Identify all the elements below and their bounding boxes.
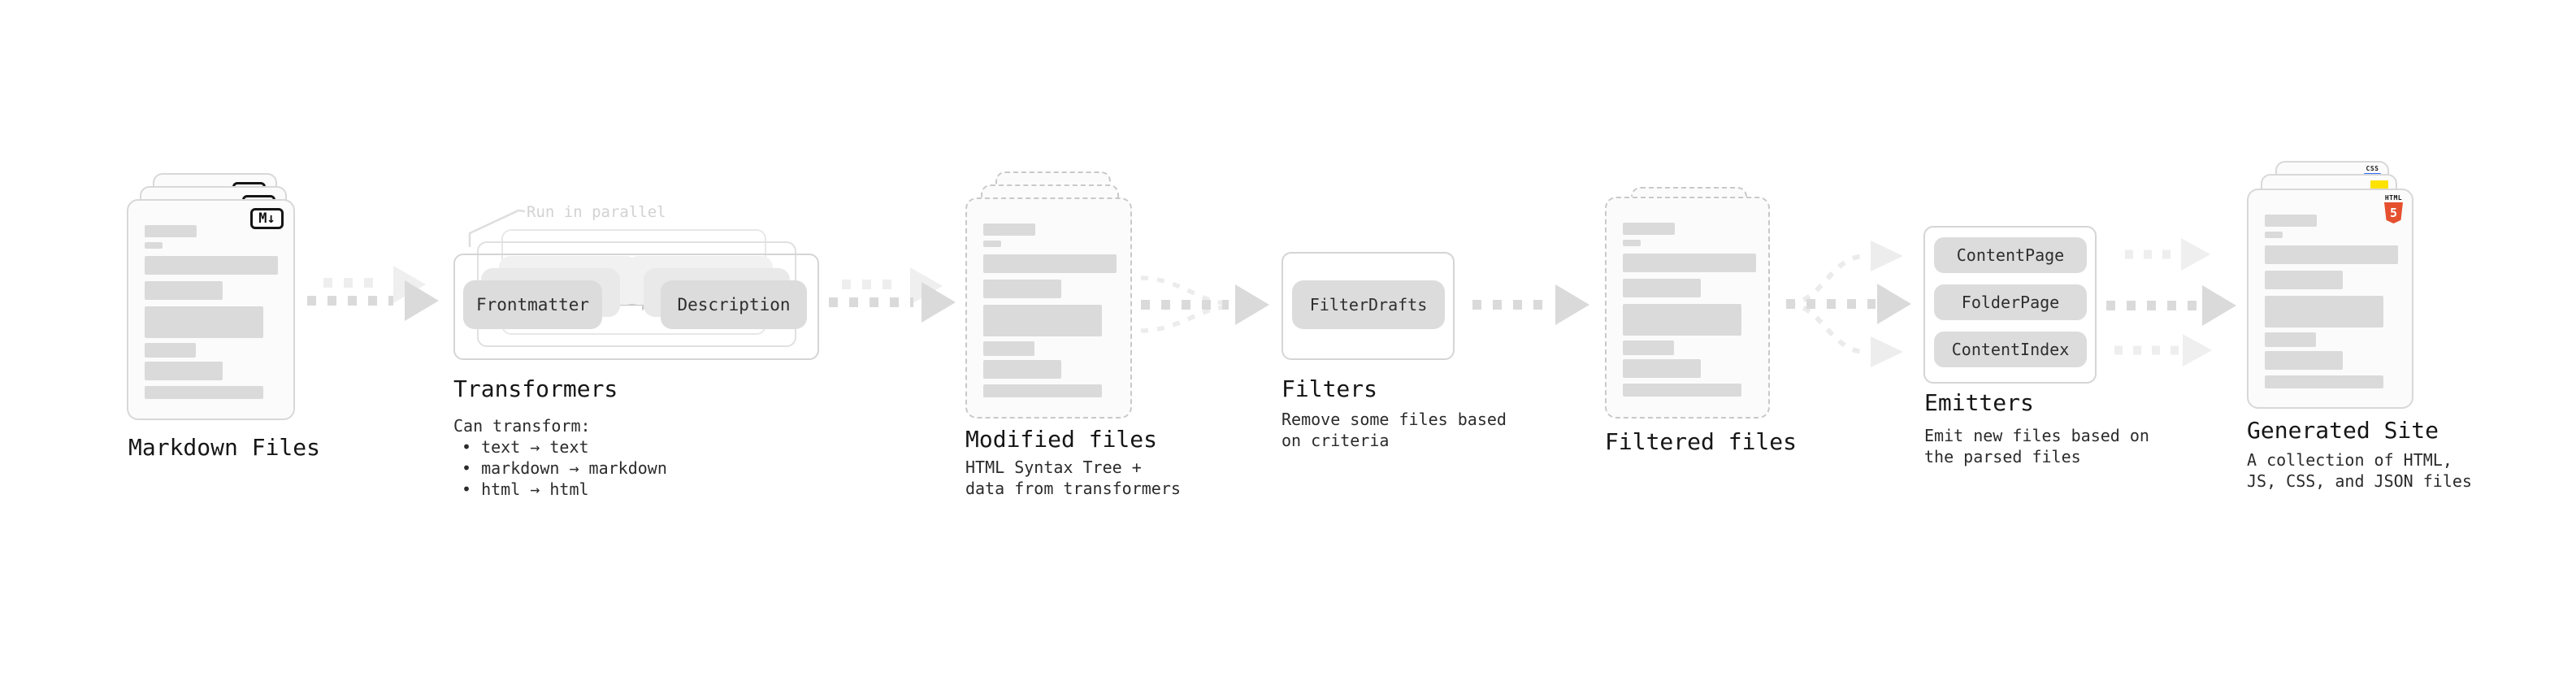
html5-logo-label: HTML (2384, 194, 2403, 202)
doc-content-bar (1623, 340, 1674, 355)
contentindex-pill: ContentIndex (1934, 332, 2087, 367)
modified-desc-line: HTML Syntax Tree + (965, 458, 1142, 477)
doc-content-bar (1623, 254, 1756, 272)
markdown-doc-card-front: M↓ (127, 199, 295, 420)
modified-doc-card-front (965, 197, 1132, 419)
transformers-subtitle: Can transform: (453, 416, 591, 436)
arrow-emitters-to-generated (2106, 238, 2236, 367)
doc-content-bar (1623, 359, 1701, 378)
arrow-markdown-to-transformers (307, 266, 439, 321)
transformers-description: Can transform: • text → text • markdown … (453, 415, 667, 500)
generated-doc-card-front: HTML 5 (2247, 189, 2413, 409)
doc-content-bar (1623, 223, 1675, 235)
doc-content-bar (2265, 232, 2283, 238)
doc-content-bar (145, 242, 163, 249)
transform-bullet: • text → text (462, 437, 589, 457)
doc-content-bar (983, 254, 1117, 273)
stage-title-modified-files: Modified files (965, 426, 1158, 453)
html5-shield: 5 (2384, 202, 2403, 223)
generated-description: A collection of HTML, JS, CSS, and JSON … (2247, 449, 2472, 492)
doc-content-bar (983, 280, 1061, 298)
markdown-icon: M↓ (250, 208, 284, 229)
modified-description: HTML Syntax Tree + data from transformer… (965, 457, 1181, 499)
stage-title-filters: Filters (1281, 375, 1378, 402)
doc-content-bar (145, 281, 223, 300)
emitters-description: Emit new files based on the parsed files (1924, 425, 2149, 467)
doc-content-bar (145, 256, 278, 275)
doc-content-bar (1623, 384, 1741, 397)
transform-bullet: • html → html (462, 479, 589, 499)
doc-content-bar (1623, 304, 1741, 336)
doc-content-bar (2265, 351, 2343, 370)
filters-desc-line: on criteria (1281, 431, 1390, 450)
arrow-filtered-to-emitters (1786, 241, 1911, 367)
doc-content-bar (145, 225, 197, 237)
doc-content-bar (2265, 271, 2343, 289)
doc-content-bar (983, 223, 1035, 236)
generated-desc-line: A collection of HTML, (2247, 450, 2452, 470)
doc-content-bar (983, 305, 1102, 336)
filters-description: Remove some files based on criteria (1281, 409, 1507, 451)
doc-content-bar (1623, 279, 1701, 297)
transform-bullet: • markdown → markdown (462, 458, 667, 478)
modified-desc-line: data from transformers (965, 479, 1181, 498)
doc-content-bar (145, 386, 263, 399)
doc-content-bar (983, 341, 1034, 356)
run-in-parallel-annotation: Run in parallel (527, 203, 666, 221)
doc-content-bar (2265, 215, 2317, 227)
doc-content-bar (983, 384, 1102, 397)
doc-content-bar (2265, 245, 2398, 264)
doc-content-bar (145, 343, 196, 358)
css-icon-label: CSS (2366, 165, 2379, 172)
stage-title-markdown-files: Markdown Files (128, 434, 321, 461)
folderpage-pill: FolderPage (1934, 284, 2087, 320)
description-pill: Description (661, 280, 807, 329)
html5-logo-icon: HTML 5 (2384, 194, 2403, 223)
filtered-doc-card-front (1605, 197, 1770, 419)
contentpage-pill: ContentPage (1934, 237, 2087, 273)
arrow-filters-to-filtered (1472, 284, 1589, 325)
emitters-desc-line: the parsed files (1924, 447, 2081, 466)
run-in-parallel-connector-line (468, 209, 526, 247)
generated-desc-line: JS, CSS, and JSON files (2247, 471, 2472, 491)
filters-desc-line: Remove some files based (1281, 410, 1507, 429)
filterdrafts-pill: FilterDrafts (1292, 280, 1445, 329)
doc-content-bar (2265, 296, 2383, 327)
arrow-modified-to-filters (1140, 275, 1269, 333)
doc-content-bar (2265, 375, 2383, 388)
emitters-desc-line: Emit new files based on (1924, 426, 2149, 445)
transformer-box-front (453, 254, 819, 360)
doc-content-bar (2265, 332, 2316, 347)
js-file-icon (2370, 180, 2388, 191)
doc-content-bar (145, 362, 223, 380)
stage-title-generated-site: Generated Site (2247, 417, 2439, 444)
arrow-transformers-to-modified (829, 267, 956, 323)
doc-content-bar (983, 241, 1001, 247)
doc-content-bar (1623, 240, 1641, 246)
stage-title-emitters: Emitters (1924, 389, 2034, 416)
stage-title-transformers: Transformers (453, 375, 618, 402)
frontmatter-pill: Frontmatter (463, 280, 602, 329)
doc-content-bar (983, 360, 1061, 379)
doc-content-bar (145, 306, 263, 338)
stage-title-filtered-files: Filtered files (1605, 428, 1798, 455)
